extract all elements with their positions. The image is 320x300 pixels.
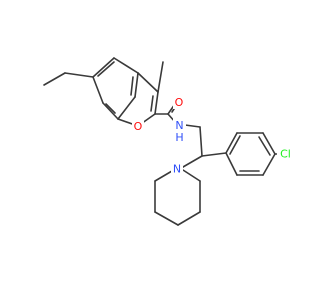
atom-o-furan: O — [132, 120, 144, 133]
bond — [199, 126, 203, 157]
bond — [43, 72, 66, 86]
atom-n-piperidine: N — [171, 162, 183, 176]
bond — [225, 132, 238, 154]
bond — [182, 169, 201, 182]
bond — [177, 211, 201, 226]
bond — [154, 170, 173, 182]
bond — [105, 103, 116, 114]
bond — [102, 102, 119, 120]
bond — [262, 153, 276, 176]
bond — [137, 72, 159, 93]
bond — [225, 152, 238, 176]
bond — [201, 152, 227, 157]
bond — [117, 96, 136, 120]
atom-o-carbonyl: O — [173, 96, 185, 109]
bond — [92, 57, 115, 78]
bond — [64, 72, 94, 78]
bond — [229, 135, 241, 155]
bond — [92, 76, 104, 104]
bond — [130, 76, 134, 96]
bond — [154, 211, 179, 226]
bond — [134, 72, 139, 98]
bond — [258, 136, 271, 156]
bond — [113, 57, 139, 74]
atom-label: N — [173, 163, 181, 176]
bond — [157, 61, 164, 93]
bond — [184, 124, 201, 128]
bond — [182, 155, 203, 168]
bond — [97, 61, 115, 77]
atom-label: O — [175, 96, 184, 109]
bond-layer — [43, 57, 281, 226]
atom-label: O — [134, 120, 143, 133]
bond — [150, 95, 154, 112]
bond — [154, 91, 159, 115]
atom-cl: Cl — [277, 147, 295, 161]
bond — [262, 132, 276, 155]
atom-label: Cl — [280, 148, 291, 161]
